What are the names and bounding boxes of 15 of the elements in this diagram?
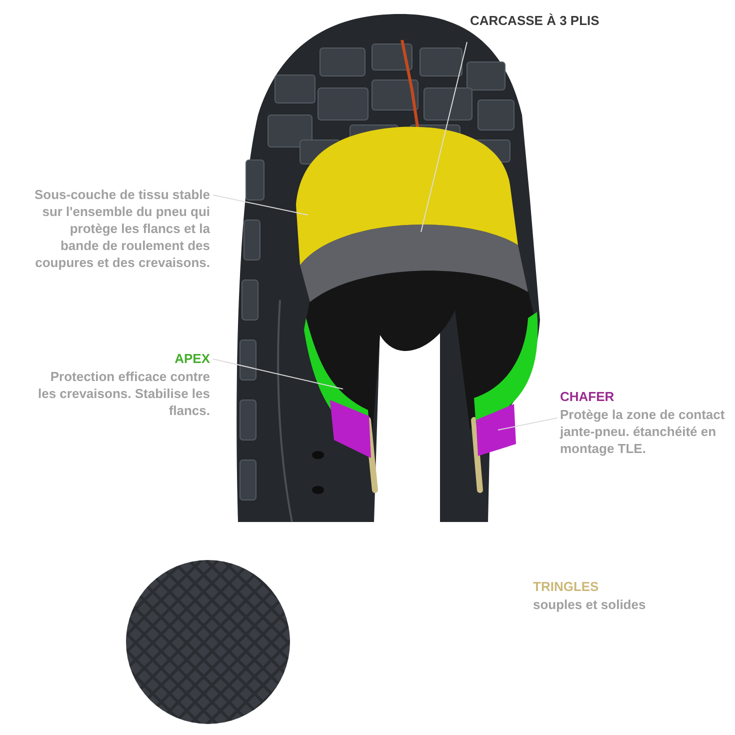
layer-description: Sous-couche de tissu stable sur l'ensemble du pneu qui protège les flancs et la bande de roulement des coupures et des crevaisons. bbox=[33, 186, 210, 271]
layer-description: Protection efficace contre les crevaisons. Stabilise les flancs. bbox=[37, 368, 210, 419]
layer-title: CARCASSE À 3 PLIS bbox=[470, 12, 600, 29]
layer-title: TRINGLES bbox=[533, 578, 600, 595]
layer-description: souples et solides bbox=[533, 596, 647, 613]
leader-line bbox=[212, 194, 308, 216]
leader-line bbox=[498, 418, 558, 430]
layer-title: CHAFER bbox=[560, 388, 616, 405]
leader-line bbox=[420, 42, 468, 232]
leader-line bbox=[212, 358, 344, 390]
layer-title: APEX bbox=[174, 350, 210, 367]
chafer-layer bbox=[330, 400, 516, 458]
protective-fabric-layer bbox=[296, 126, 518, 265]
layer-description: Protège la zone de contact jante-pneu. étanchéité en montage TLE. bbox=[560, 406, 726, 457]
carcass-ply-layer bbox=[300, 224, 528, 302]
